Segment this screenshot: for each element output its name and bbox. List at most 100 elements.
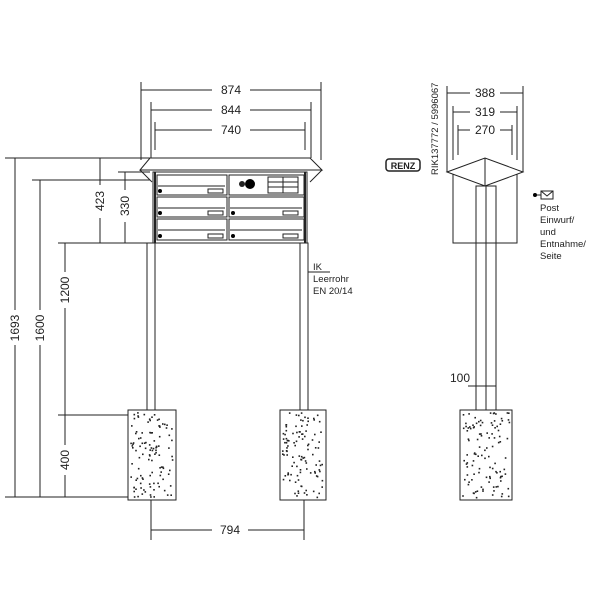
concrete-speck (466, 462, 469, 464)
concrete-speck (143, 442, 146, 444)
concrete-speck (301, 438, 304, 440)
concrete-speck (135, 432, 137, 435)
concrete-speck (473, 452, 476, 454)
mail-note: Post Einwurf/ und Entnahme/ Seite (533, 190, 586, 262)
concrete-speck (142, 453, 144, 456)
concrete-speck (143, 489, 145, 491)
concrete-speck (166, 424, 168, 426)
dim-label: 100 (450, 371, 470, 385)
concrete-speck (286, 439, 289, 442)
concrete-speck (282, 453, 284, 455)
concrete-speck (158, 445, 160, 447)
concrete-speck (152, 447, 155, 450)
concrete-speck (309, 472, 312, 474)
concrete-speck (160, 471, 162, 473)
concrete-speck (133, 490, 135, 493)
concrete-speck (491, 445, 494, 448)
concrete-speck (165, 427, 168, 429)
concrete-speck (158, 418, 160, 421)
concrete-speck (479, 419, 482, 422)
concrete-speck (162, 467, 165, 470)
concrete-speck (307, 420, 309, 423)
concrete-speck (318, 441, 320, 443)
concrete-speck (296, 474, 299, 477)
concrete-speck (145, 441, 147, 444)
concrete-speck (503, 468, 506, 471)
concrete-speck (471, 479, 473, 481)
concrete-speck (140, 474, 142, 477)
concrete-speck (132, 443, 134, 445)
concrete-speck (288, 412, 291, 414)
concrete-speck (295, 425, 297, 428)
dim-label: 874 (221, 83, 241, 97)
concrete-speck (162, 423, 164, 425)
concrete-speck (282, 450, 284, 452)
dim-label: 423 (93, 191, 107, 211)
concrete-speck (307, 443, 310, 446)
concrete-speck (305, 489, 307, 492)
concrete-speck (480, 486, 483, 488)
concrete-speck (151, 459, 153, 462)
concrete-speck (144, 447, 147, 450)
dim-388: 388 (446, 86, 524, 172)
concrete-speck (478, 471, 480, 474)
mailbox-1 (156, 174, 228, 196)
concrete-speck (484, 449, 486, 452)
concrete-speck (285, 437, 288, 440)
concrete-speck (141, 432, 143, 434)
concrete-speck (493, 437, 496, 439)
dim-740: 740 (154, 122, 306, 150)
concrete-speck (485, 476, 488, 479)
concrete-speck (285, 425, 288, 428)
concrete-speck (295, 440, 298, 443)
concrete-speck (171, 428, 173, 430)
concrete-speck (285, 429, 288, 432)
right-post (299, 242, 309, 411)
concrete-speck (463, 459, 465, 462)
concrete-speck (300, 412, 303, 414)
dim-label: 400 (58, 450, 72, 470)
concrete-speck (141, 493, 144, 495)
concrete-speck (304, 435, 306, 438)
concrete-speck (300, 485, 303, 488)
concrete-speck (467, 483, 470, 486)
concrete-speck (153, 482, 155, 485)
concrete-speck (136, 477, 139, 480)
concrete-speck (479, 424, 482, 427)
concrete-speck (286, 454, 288, 456)
concrete-speck (480, 433, 482, 435)
roof (138, 157, 324, 171)
concrete-speck (506, 437, 509, 440)
note-line: Entnahme/ (540, 239, 586, 250)
concrete-speck (471, 464, 474, 467)
dim-400: 400 (58, 414, 130, 497)
concrete-speck (169, 485, 172, 487)
concrete-speck (135, 488, 137, 490)
concrete-speck (500, 495, 503, 498)
dim-874: 874 (140, 82, 322, 160)
concrete-speck (468, 481, 470, 483)
concrete-speck (137, 467, 140, 470)
concrete-speck (137, 416, 140, 418)
concrete-speck (465, 463, 468, 465)
concrete-speck (304, 416, 306, 419)
concrete-speck (293, 442, 295, 444)
note-line: Post (540, 203, 559, 214)
concrete-speck (132, 447, 134, 449)
concrete-speck (301, 433, 303, 435)
concrete-speck (285, 450, 288, 452)
concrete-speck (297, 479, 300, 481)
concrete-speck (468, 413, 470, 415)
concrete-speck (166, 494, 169, 496)
concrete-speck (298, 414, 300, 417)
concrete-speck (475, 496, 478, 499)
concrete-speck (313, 417, 315, 420)
concrete-speck (497, 485, 499, 488)
concrete-speck (149, 431, 151, 434)
svg-text:RENZ: RENZ (391, 161, 416, 171)
concrete-speck (148, 418, 151, 420)
concrete-speck (156, 419, 159, 421)
concrete-speck (148, 454, 151, 456)
